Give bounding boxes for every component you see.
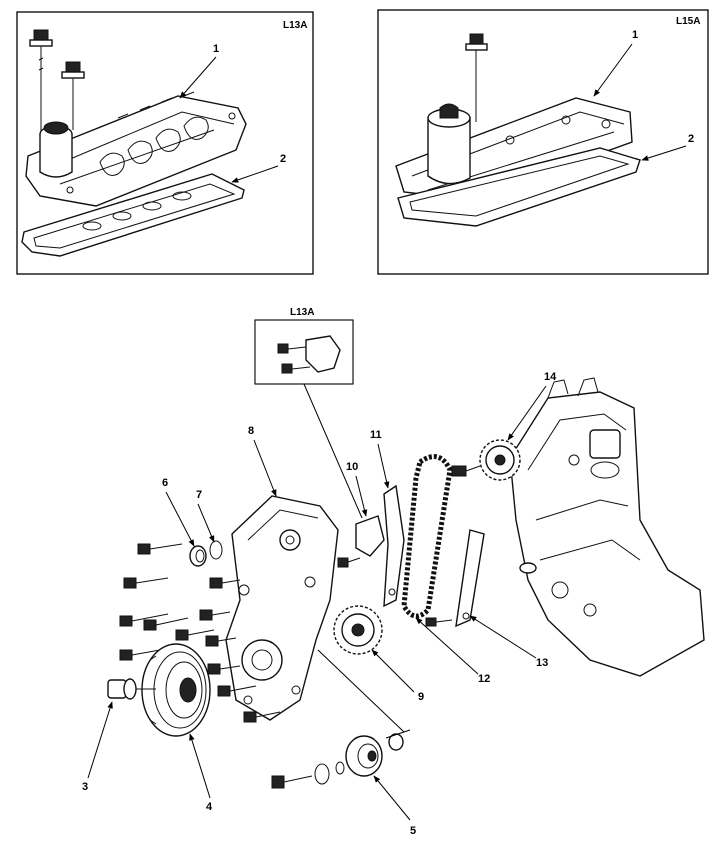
callout-12: 12 bbox=[478, 673, 490, 685]
callout-6: 6 bbox=[162, 477, 168, 489]
panel-l13a-cylinder-head-cover: L13A bbox=[16, 11, 314, 275]
callout-7: 7 bbox=[196, 489, 202, 501]
callout-13: 13 bbox=[536, 657, 548, 669]
cylinder-head-cover-l13a bbox=[25, 91, 247, 207]
callout-14: 14 bbox=[544, 371, 557, 383]
callout-5: 5 bbox=[410, 825, 416, 837]
callout-1-top-left: 1 bbox=[213, 43, 219, 55]
chain-tensioner bbox=[337, 515, 385, 568]
idler-pulley-assembly bbox=[271, 649, 411, 789]
timing-chain bbox=[401, 454, 453, 619]
callout-1-top-right: 1 bbox=[632, 29, 638, 41]
cylinder-head-cover-l15a bbox=[395, 97, 633, 201]
panel-variant-label: L15A bbox=[676, 16, 700, 27]
callout-10: 10 bbox=[346, 461, 358, 473]
cover-gasket-l15a bbox=[397, 147, 641, 227]
chain-guide-tensioner-side bbox=[383, 484, 405, 608]
callout-8: 8 bbox=[248, 425, 254, 437]
cover-bolt-l15a bbox=[465, 33, 488, 122]
crankshaft-pulley-bolt bbox=[107, 678, 156, 700]
callout-2-top-right: 2 bbox=[688, 133, 694, 145]
oil-seal bbox=[189, 545, 207, 567]
callout-4: 4 bbox=[206, 801, 213, 813]
crankshaft-pulley bbox=[141, 643, 211, 737]
panel-variant-label: L13A bbox=[283, 20, 307, 31]
inset-bolts bbox=[277, 343, 311, 374]
timing-chain-cover bbox=[225, 495, 339, 721]
callout-2-top-left: 2 bbox=[280, 153, 286, 165]
camshaft-sprocket bbox=[451, 439, 521, 481]
timing-cover-bolts bbox=[119, 543, 281, 723]
engine-block bbox=[509, 377, 705, 677]
inset-variant-label: L13A bbox=[290, 307, 314, 318]
o-ring bbox=[209, 540, 223, 560]
callout-3: 3 bbox=[82, 781, 88, 793]
callout-11: 11 bbox=[370, 429, 382, 441]
callout-9: 9 bbox=[418, 691, 424, 703]
panel-l15a-cylinder-head-cover: L15A 1 2 bbox=[377, 9, 709, 275]
cover-bolt-right bbox=[61, 61, 85, 130]
inset-l13a-tensioner: L13A bbox=[254, 307, 363, 519]
callouts-main: 3 4 5 6 7 8 9 10 11 12 13 14 bbox=[82, 371, 557, 837]
cover-gasket-l13a bbox=[21, 173, 245, 257]
crankshaft-sprocket bbox=[333, 605, 383, 655]
